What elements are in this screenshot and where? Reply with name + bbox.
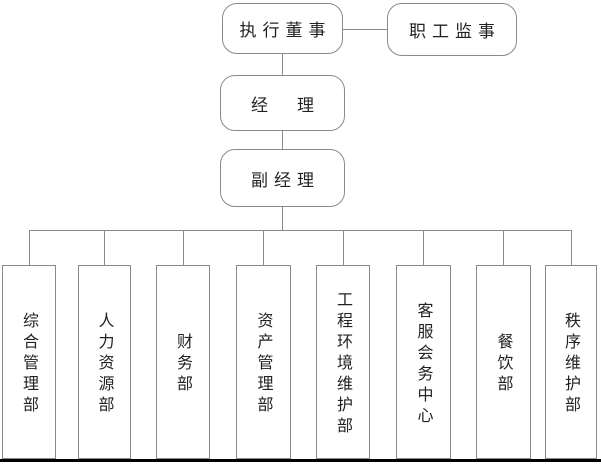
connector-bus <box>29 230 571 231</box>
node-executive-director: 执行董事 <box>222 3 343 54</box>
bottom-rule <box>0 459 601 462</box>
dept-human-resources: 人力资源部 <box>78 265 131 459</box>
connector-deputy-to-bus <box>282 207 283 230</box>
dept-order-maintenance-label: 秩序维护部 <box>562 312 581 417</box>
node-staff-supervisor-label: 职工监事 <box>409 22 501 42</box>
dept-finance: 财务部 <box>156 265 210 459</box>
connector-drop-5 <box>343 230 344 265</box>
dept-asset-management-label: 资产管理部 <box>254 312 274 417</box>
node-deputy-manager-label: 副经理 <box>251 170 320 191</box>
node-executive-director-label: 执行董事 <box>239 21 332 41</box>
connector-drop-8 <box>571 230 572 265</box>
dept-catering-label: 餐饮部 <box>494 333 514 396</box>
connector-drop-7 <box>503 230 504 265</box>
dept-catering: 餐饮部 <box>476 265 531 459</box>
dept-general-management: 综合管理部 <box>2 265 56 459</box>
dept-customer-service-conference-center-label: 客服会务中心 <box>414 301 434 428</box>
node-manager: 经 理 <box>220 75 345 131</box>
connector-manager-to-deputy <box>282 131 283 149</box>
connector-drop-6 <box>423 230 424 265</box>
node-deputy-manager: 副经理 <box>220 149 345 207</box>
dept-asset-management: 资产管理部 <box>236 265 291 459</box>
node-manager-label: 经 理 <box>251 95 320 116</box>
node-staff-supervisor: 职工监事 <box>387 3 517 56</box>
connector-drop-3 <box>183 230 184 265</box>
dept-general-management-label: 综合管理部 <box>20 312 39 417</box>
dept-human-resources-label: 人力资源部 <box>95 312 115 417</box>
connector-executive-to-supervisor <box>343 29 387 30</box>
connector-drop-4 <box>263 230 264 265</box>
dept-engineering-environment-maintenance: 工程环境维护部 <box>316 265 370 459</box>
connector-executive-to-manager <box>282 54 283 75</box>
dept-customer-service-conference-center: 客服会务中心 <box>396 265 451 459</box>
dept-engineering-environment-maintenance-label: 工程环境维护部 <box>334 291 353 438</box>
dept-finance-label: 财务部 <box>174 333 193 396</box>
connector-drop-2 <box>104 230 105 265</box>
connector-drop-1 <box>29 230 30 265</box>
dept-order-maintenance: 秩序维护部 <box>545 265 597 459</box>
